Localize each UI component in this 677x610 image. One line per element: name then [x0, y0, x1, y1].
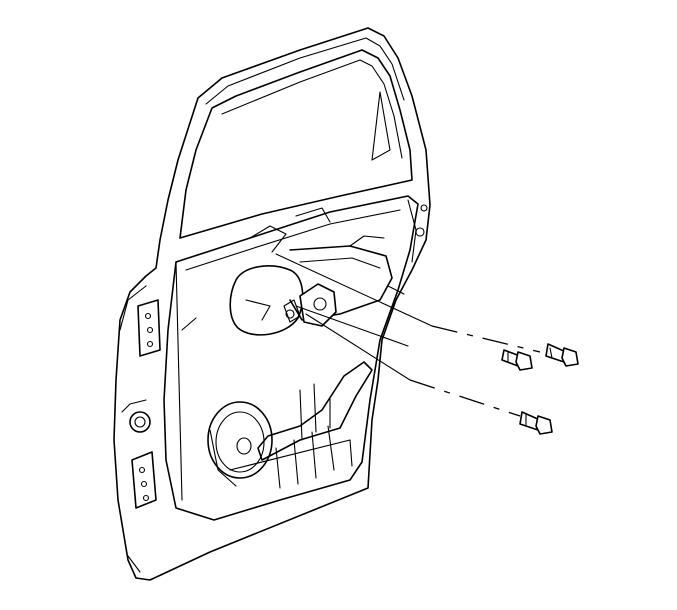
inner-panel: [163, 195, 428, 521]
bolt-upper: [545, 343, 579, 367]
bolt-lower: [519, 411, 553, 435]
lower-pocket: [229, 361, 373, 489]
window-frame: [179, 49, 413, 239]
speaker-opening: [207, 401, 273, 487]
wiring-grommet: [121, 399, 151, 433]
hinge-plate-lower: [131, 451, 157, 509]
bolt-middle: [501, 349, 533, 371]
bolt-axis-lines: [275, 253, 541, 417]
hinge-plate-upper: [137, 299, 161, 357]
